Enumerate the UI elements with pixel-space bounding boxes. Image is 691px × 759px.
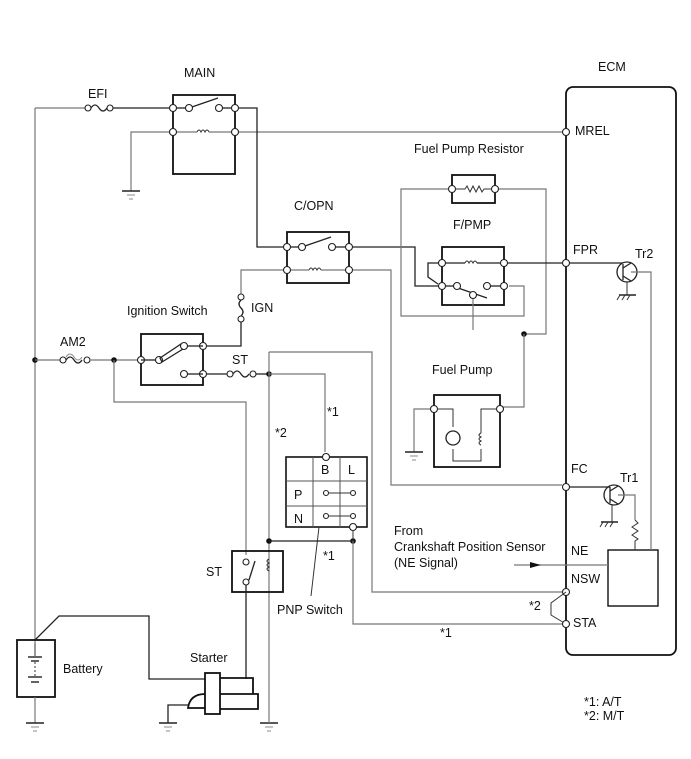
resistor-icon — [455, 184, 492, 194]
pnp-col-b: B — [321, 463, 329, 477]
pnp-row-n: N — [294, 512, 303, 526]
fpmp-relay-label: F/PMP — [453, 218, 491, 232]
key-switch-icon — [159, 343, 184, 363]
ecm-label: ECM — [598, 60, 626, 74]
ecm-pin-sta: STA — [573, 616, 597, 630]
at-mark-sta: *1 — [440, 626, 452, 640]
fuel-pump-resistor: Fuel Pump Resistor — [414, 142, 524, 204]
main-relay-label: MAIN — [184, 66, 215, 80]
ground-icon — [159, 722, 177, 732]
coil-icon — [266, 558, 271, 572]
footnote-at: *1: A/T — [584, 695, 622, 709]
st-relay: ST — [206, 550, 284, 593]
starter-label: Starter — [190, 651, 228, 665]
ne-signal-input: From Crankshaft Position Sensor (NE Sign… — [394, 524, 608, 570]
tr1-label: Tr1 — [620, 471, 638, 485]
coil-icon — [308, 267, 322, 272]
motor-icon — [445, 430, 461, 446]
crank-signal-label: (NE Signal) — [394, 556, 458, 570]
coil-icon — [196, 129, 210, 134]
ecm-box — [565, 86, 677, 656]
st-relay-label: ST — [206, 565, 222, 579]
fuel-pump: Fuel Pump — [429, 363, 505, 468]
battery: Battery — [16, 639, 103, 698]
pnp-row-p: P — [294, 488, 302, 502]
st-fuse-label: ST — [232, 353, 248, 367]
pnp-col-l: L — [348, 463, 355, 477]
fuse-icon — [232, 370, 250, 378]
ign-fuse: IGN — [237, 293, 273, 323]
fuse-icon — [90, 104, 108, 112]
transistor-tr1: Tr1 — [566, 471, 639, 550]
am2-fuse: AM2 — [35, 335, 137, 364]
ecm-internal-block — [607, 549, 659, 607]
tr2-label: Tr2 — [635, 247, 653, 261]
ecm-pin-mrel: MREL — [575, 124, 610, 138]
ground-icon — [26, 722, 44, 732]
pnp-switch: *1 *2 B L P N PNP Switch — [275, 405, 368, 617]
fuse-icon — [238, 299, 244, 317]
crank-sensor-label: Crankshaft Position Sensor — [394, 540, 545, 554]
ecm-pin-fpr: FPR — [573, 243, 598, 257]
mt-mark-ecm: *2 — [529, 599, 541, 613]
pnp-switch-label: PNP Switch — [277, 603, 343, 617]
at-mark-pnp-top: *1 — [327, 405, 339, 419]
arrow-icon — [530, 562, 541, 568]
efi-fuse-label: EFI — [88, 87, 107, 101]
footnote-legend: *1: A/T *2: M/T — [584, 695, 625, 723]
transistor-tr2: Tr2 — [566, 247, 653, 550]
ecm-pin-nsw: NSW — [571, 572, 600, 586]
st-fuse: ST — [207, 353, 269, 378]
copn-relay: C/OPN — [282, 199, 354, 284]
ground-icon — [405, 451, 423, 461]
battery-label: Battery — [63, 662, 103, 676]
am2-fuse-label: AM2 — [60, 335, 86, 349]
main-relay: MAIN — [168, 66, 240, 175]
footnote-mt: *2: M/T — [584, 709, 625, 723]
at-mark-pnp-bottom: *1 — [323, 549, 335, 563]
mt-mark-left: *2 — [275, 426, 287, 440]
fuse-icon — [65, 356, 83, 364]
efi-fuse: EFI — [35, 87, 169, 112]
ground-icon — [122, 190, 140, 200]
resistor-icon — [631, 519, 639, 550]
coil-icon — [478, 432, 483, 446]
ground-icon — [260, 722, 278, 732]
fpmp-relay: F/PMP — [427, 218, 509, 306]
ign-fuse-label: IGN — [251, 301, 273, 315]
fuel-pump-label: Fuel Pump — [432, 363, 492, 377]
fuel-pump-resistor-label: Fuel Pump Resistor — [414, 142, 524, 156]
copn-relay-label: C/OPN — [294, 199, 334, 213]
starter: Starter — [186, 651, 259, 715]
crank-from-label: From — [394, 524, 423, 538]
ignition-switch: Ignition Switch — [127, 304, 208, 386]
ecm-module: ECM MREL FPR FC NE NSW STA Tr2 Tr1 — [394, 60, 677, 656]
ignition-switch-label: Ignition Switch — [127, 304, 208, 318]
coil-icon — [464, 260, 478, 265]
ecm-pin-ne: NE — [571, 544, 588, 558]
ecm-pin-fc: FC — [571, 462, 588, 476]
